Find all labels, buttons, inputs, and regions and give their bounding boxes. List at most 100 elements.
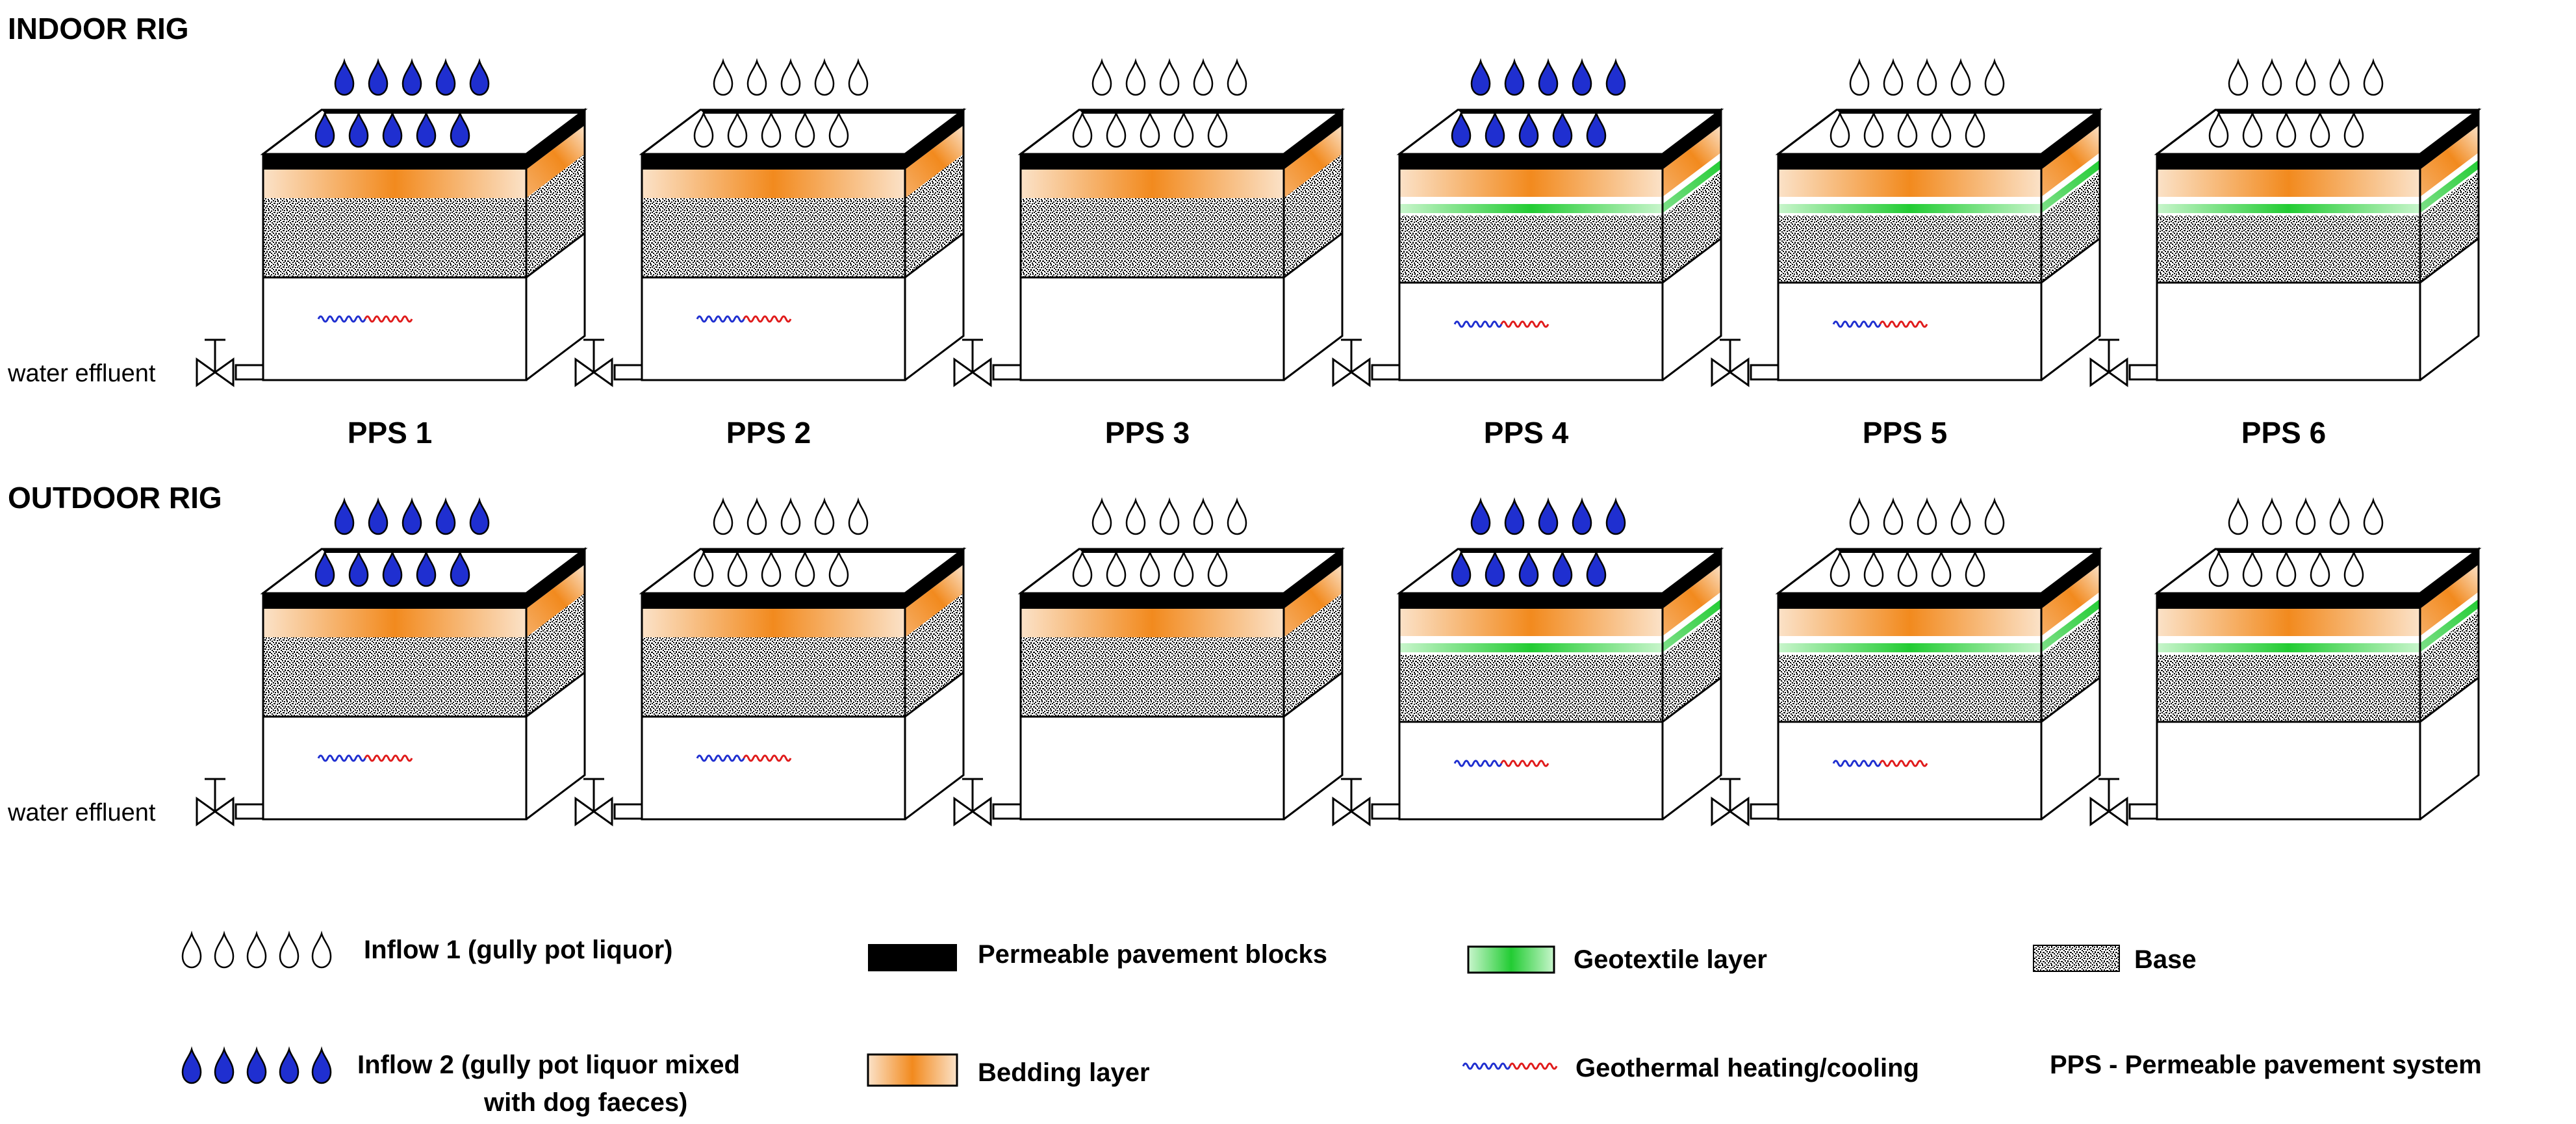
reservoir-side bbox=[1663, 678, 1721, 819]
valve-icon bbox=[1332, 338, 1401, 387]
inflow-2-drop-icon bbox=[1586, 549, 1607, 587]
inflow-1-drop-icon bbox=[1140, 549, 1160, 587]
pps-unit bbox=[1711, 497, 2103, 826]
reservoir bbox=[1399, 722, 1663, 819]
gap-layer bbox=[2157, 197, 2420, 204]
bedding-layer-side bbox=[2041, 125, 2100, 197]
inflow-1-drop-icon bbox=[2228, 58, 2249, 96]
bedding-layer-side bbox=[905, 565, 963, 637]
valve-icon bbox=[953, 338, 1022, 387]
inflow-1-drop-icon bbox=[1159, 497, 1180, 535]
inflow-1-drop-icon bbox=[1106, 549, 1127, 587]
blocks-layer-side bbox=[1663, 549, 1721, 609]
inflow-2-drop-icon bbox=[469, 497, 490, 535]
reservoir-side bbox=[1663, 238, 1721, 380]
inflow-1-drop-icon bbox=[1125, 58, 1146, 96]
legend-geotextile: Geotextile layer bbox=[1467, 945, 1767, 974]
bedding-layer-side bbox=[1284, 565, 1342, 637]
inflow-1-drop-icon bbox=[311, 930, 332, 969]
pps-label: PPS 6 bbox=[2241, 416, 2326, 450]
inflow-1-drop-icon bbox=[1193, 497, 1214, 535]
base-layer-side bbox=[2420, 172, 2479, 283]
pps-label: PPS 5 bbox=[1863, 416, 1947, 450]
reservoir-side bbox=[2420, 678, 2479, 819]
legend-blocks-label: Permeable pavement blocks bbox=[978, 940, 1327, 969]
base-layer-side bbox=[2041, 611, 2100, 722]
gap-layer-side bbox=[2041, 169, 2100, 216]
blocks-layer-side bbox=[526, 549, 585, 609]
inflow-1-drop-icon bbox=[2363, 497, 2384, 535]
inflow-1-drop-icon bbox=[780, 58, 801, 96]
inflow-1-drop-icon bbox=[2329, 497, 2350, 535]
inflow-2-drop-icon bbox=[1485, 110, 1505, 148]
gap-layer-side bbox=[1663, 153, 1721, 204]
geothermal-wave-icon bbox=[1832, 320, 1928, 328]
geothermal-wave-icon bbox=[1462, 1062, 1558, 1070]
inflow-1-drop-icon bbox=[1931, 110, 1952, 148]
legend-inflow-2-label-cont: with dog faeces) bbox=[483, 1088, 687, 1117]
gap-layer bbox=[1399, 652, 1663, 655]
inflow-1-drop-icon bbox=[1830, 549, 1850, 587]
inflow-2-drop-icon bbox=[402, 497, 422, 535]
inflow-1-drop-icon bbox=[727, 549, 748, 587]
inflow-1-drop-icon bbox=[1863, 549, 1884, 587]
pps-unit bbox=[2089, 497, 2482, 826]
inflow-1-drop-icon bbox=[2262, 497, 2282, 535]
inflow-2-drop-icon bbox=[1552, 549, 1573, 587]
inflow-1-drop-icon bbox=[181, 930, 202, 969]
inflow-1-drop-icon bbox=[848, 497, 869, 535]
legend-bedding: Bedding layer bbox=[867, 1053, 1150, 1087]
blocks-layer-side bbox=[2041, 549, 2100, 609]
geotextile-layer bbox=[1778, 204, 2041, 213]
inflow-1-drop-icon bbox=[2242, 549, 2263, 587]
gap-layer bbox=[2157, 213, 2420, 216]
valve-icon bbox=[574, 338, 643, 387]
inflow-1-drop-icon bbox=[1106, 110, 1127, 148]
inflow-1-drop-icon bbox=[2208, 549, 2229, 587]
inflow-2-drop-icon bbox=[1470, 497, 1491, 535]
blocks-layer bbox=[263, 593, 526, 609]
inflow-1-drop-icon bbox=[2262, 58, 2282, 96]
gap-layer bbox=[1399, 636, 1663, 643]
inflow-2-drop-icon bbox=[1572, 58, 1592, 96]
reservoir-side bbox=[905, 233, 963, 380]
blocks-layer-side bbox=[2041, 110, 2100, 170]
blocks-layer bbox=[1021, 593, 1284, 609]
gap-layer-side bbox=[2041, 608, 2100, 655]
base-layer bbox=[1778, 655, 2041, 722]
inflow-2-drop-icon bbox=[1538, 497, 1559, 535]
blocks-layer bbox=[2157, 154, 2420, 170]
inflow-2-drop-icon bbox=[435, 497, 456, 535]
bedding-layer-side bbox=[905, 125, 963, 198]
pps-unit bbox=[1711, 58, 2103, 387]
inflow-1-drop-icon bbox=[214, 930, 235, 969]
inflow-1-drop-icon bbox=[780, 497, 801, 535]
inflow-1-drop-icon bbox=[1897, 549, 1918, 587]
base-layer bbox=[2157, 655, 2420, 722]
inflow-2-drop-icon bbox=[334, 58, 355, 96]
inflow-2-drop-icon bbox=[311, 1046, 332, 1084]
inflow-1-drop-icon bbox=[1159, 58, 1180, 96]
inflow-2-drop-icon bbox=[1605, 497, 1626, 535]
reservoir bbox=[2157, 283, 2420, 380]
base-layer-side bbox=[2041, 172, 2100, 283]
geotextile-layer bbox=[1399, 643, 1663, 652]
inflow-1-drop-icon bbox=[1965, 110, 1985, 148]
inflow-2-drop-icon bbox=[402, 58, 422, 96]
rig-title: INDOOR RIG bbox=[8, 12, 189, 45]
legend-base: Base bbox=[2033, 945, 2197, 974]
inflow-1-drop-icon bbox=[1830, 110, 1850, 148]
legend-geotextile-label: Geotextile layer bbox=[1574, 945, 1767, 974]
reservoir-side bbox=[2041, 678, 2100, 819]
gap-layer-side bbox=[2420, 153, 2479, 204]
blocks-layer-side bbox=[2420, 549, 2479, 609]
reservoir bbox=[1021, 717, 1284, 819]
inflow-1-drop-icon bbox=[828, 110, 849, 148]
valve-icon bbox=[2089, 338, 2158, 387]
legend-bedding-label: Bedding layer bbox=[978, 1058, 1150, 1087]
reservoir bbox=[642, 717, 905, 819]
inflow-1-drop-icon bbox=[761, 110, 782, 148]
pps-unit bbox=[196, 497, 588, 826]
inflow-2-drop-icon bbox=[348, 110, 369, 148]
